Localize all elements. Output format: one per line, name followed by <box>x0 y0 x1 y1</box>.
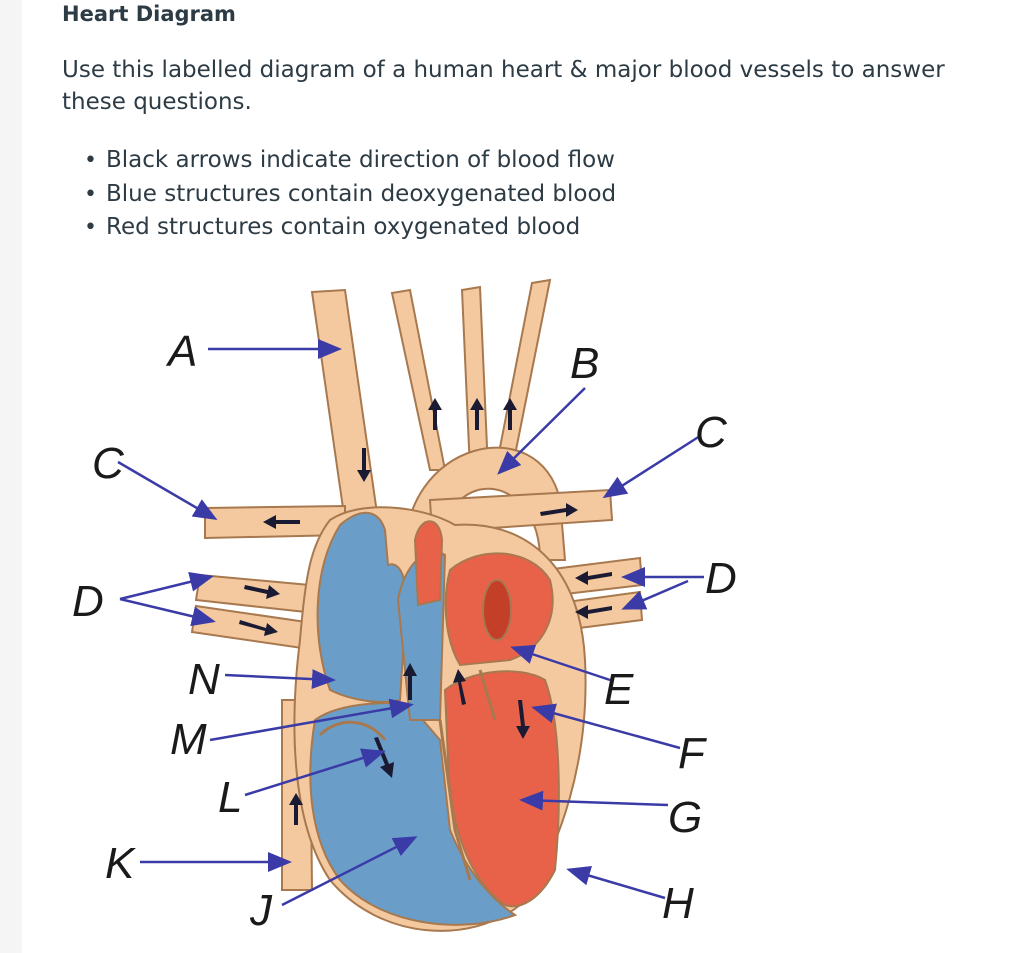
left-gutter <box>0 0 22 953</box>
flow-arrow <box>239 620 278 636</box>
label-D-left: D <box>72 577 104 626</box>
label-C-left: C <box>92 439 125 488</box>
left-pulmonary-vein-upper <box>194 573 312 614</box>
flow-arrow <box>575 571 612 585</box>
pointer-J <box>281 836 418 907</box>
left-subclavian <box>494 278 552 472</box>
left-ventricle <box>443 670 560 908</box>
pulmonary-vein-opening <box>482 579 512 641</box>
pointer-H <box>566 866 666 900</box>
label-E: E <box>604 665 634 714</box>
tricuspid-valve <box>318 720 387 741</box>
flow-arrow <box>428 398 442 430</box>
flow-arrow <box>540 503 578 517</box>
pointer-C-right <box>602 434 701 499</box>
label-L: L <box>218 773 242 822</box>
pointer-D-left-upper <box>119 572 214 601</box>
flow-arrow <box>289 793 303 825</box>
intro-text: Use this labelled diagram of a human hea… <box>62 57 945 115</box>
label-G: G <box>668 793 702 842</box>
flow-arrow <box>453 669 466 705</box>
flow-arrow <box>244 585 280 599</box>
label-N: N <box>188 655 220 704</box>
bullet-flow: Black arrows indicate direction of blood… <box>106 144 616 178</box>
brachiocephalic-artery <box>390 288 447 471</box>
pointer-M <box>209 698 414 742</box>
letter-labels: A B C C D D E F G H J K L M N <box>72 327 737 935</box>
label-B: B <box>570 339 599 388</box>
bullet-red: Red structures contain oxygenated blood <box>106 211 616 245</box>
label-K: K <box>105 839 136 888</box>
mitral-valve <box>478 669 497 721</box>
septum <box>438 719 472 881</box>
pointer-C-left <box>117 460 218 521</box>
label-H: H <box>662 879 694 928</box>
label-A: A <box>165 327 197 376</box>
pointer-F <box>531 703 681 750</box>
pointer-D-left-lower <box>119 597 216 627</box>
label-D-right: D <box>705 554 737 603</box>
page-title: Heart Diagram <box>62 2 236 26</box>
flow-arrow <box>357 448 371 482</box>
aorta-root <box>413 520 444 607</box>
pointer-D-right-lower <box>621 579 689 610</box>
left-common-carotid <box>460 285 490 471</box>
label-C-right: C <box>695 408 728 457</box>
pointer-B <box>497 387 586 475</box>
flow-arrow <box>263 515 300 529</box>
pointer-E <box>510 644 611 682</box>
flow-arrow <box>470 398 484 430</box>
flow-arrow <box>575 605 612 619</box>
label-F: F <box>678 729 707 778</box>
flow-arrow <box>503 398 517 430</box>
label-J: J <box>249 886 273 935</box>
flow-arrow <box>516 700 530 739</box>
bullet-blue: Blue structures contain deoxygenated blo… <box>106 178 616 212</box>
superior-vena-cava <box>310 288 380 524</box>
legend-list: Black arrows indicate direction of blood… <box>106 144 616 245</box>
pointer-N <box>224 669 336 690</box>
pointer-lines <box>117 339 704 907</box>
left-pulmonary-vein-lower <box>190 604 308 650</box>
pointer-G <box>519 790 669 811</box>
label-M: M <box>170 715 207 764</box>
pointer-L <box>244 748 386 797</box>
flow-arrow <box>403 663 417 700</box>
